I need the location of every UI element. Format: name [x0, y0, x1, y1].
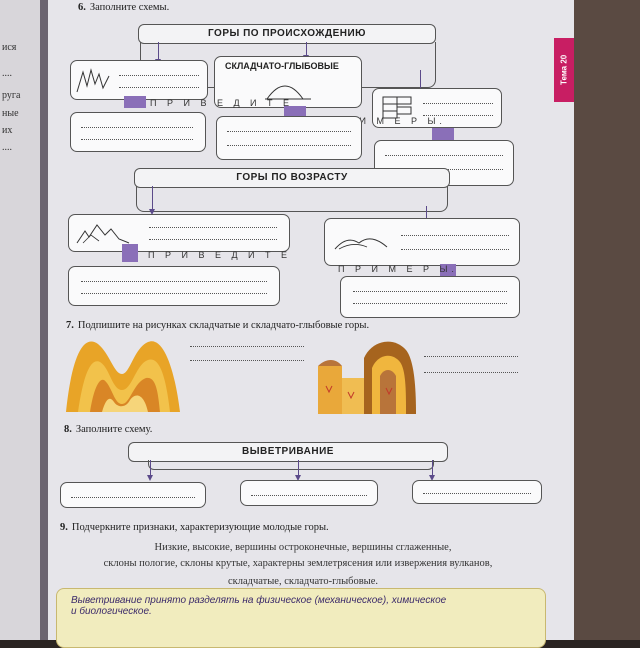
answer-line[interactable]: [353, 291, 507, 292]
arrow-down-icon: [429, 460, 435, 481]
answer-line[interactable]: [81, 139, 193, 140]
task9-option-line-1[interactable]: Низкие, высокие, вершины остроконечные, …: [154, 542, 452, 553]
answer-line[interactable]: [81, 293, 267, 294]
arrow-down-icon: [149, 186, 155, 215]
info-note-line-1: Выветривание принято разделять на физиче…: [71, 595, 447, 606]
arrow-down-icon: [303, 42, 309, 61]
prev-page-line: руга: [2, 90, 21, 101]
fold-block-label: СКЛАДЧАТО-ГЛЫБОВЫЕ: [225, 61, 339, 71]
answer-line[interactable]: [401, 235, 509, 236]
task7-heading: 7.Подпишите на рисунках складчатые и скл…: [66, 320, 369, 331]
answer-line[interactable]: [119, 87, 199, 88]
answer-line[interactable]: [71, 497, 195, 498]
workbook-page: Тема 20 6.Заполните схемы. ГОРЫ ПО ПРОИС…: [48, 0, 574, 648]
task8-text: Заполните схему.: [75, 424, 153, 435]
weathering-type-box: [60, 482, 206, 508]
give-examples-word-4: П Р И М Е Р Ы.: [338, 264, 458, 274]
prev-page-line: ные: [2, 108, 19, 119]
answer-line[interactable]: [353, 303, 507, 304]
weathering-type-box: [240, 480, 378, 506]
age-header: ГОРЫ ПО ВОЗРАСТУ: [134, 168, 450, 188]
age-header-bracket: [136, 186, 448, 212]
old-mountains-icon: [334, 238, 388, 250]
examples-box: [70, 112, 206, 152]
prev-page-line: их: [2, 125, 13, 136]
answer-line[interactable]: [423, 493, 531, 494]
task9-option-line-3[interactable]: складчатые, складчато-глыбовые.: [227, 576, 379, 587]
answer-line[interactable]: [424, 356, 518, 357]
task9-option-line-2[interactable]: склоны пологие, склоны крутые, характерн…: [103, 558, 493, 569]
answer-line[interactable]: [227, 131, 351, 132]
origin-box-fold-block: СКЛАДЧАТО-ГЛЫБОВЫЕ: [214, 56, 362, 108]
examples-box: [68, 266, 280, 306]
weathering-type-box: [412, 480, 542, 504]
task9-heading: 9.Подчеркните признаки, характеризующие …: [60, 522, 329, 533]
fold-block-mountain-icon: [265, 85, 311, 100]
fold-block-mountains-illustration: [318, 341, 416, 414]
age-box-young: [68, 214, 290, 252]
block-mountains-icon: [382, 96, 412, 119]
weathering-bracket: [148, 460, 434, 470]
give-examples-word-2: П Р И М Е Р Ы.: [326, 116, 446, 126]
answer-line[interactable]: [251, 495, 367, 496]
answer-line[interactable]: [385, 155, 503, 156]
arrow-down-icon: [295, 460, 301, 481]
examples-box: [340, 276, 520, 318]
examples-box: [216, 116, 362, 160]
origin-box-block: [372, 88, 502, 128]
answer-line[interactable]: [190, 360, 304, 361]
task9-text: Подчеркните признаки, характеризующие мо…: [71, 522, 329, 533]
answer-line[interactable]: [81, 281, 267, 282]
give-examples-word-3: П Р И В Е Д И Т Е: [148, 250, 292, 260]
task6-heading: 6.Заполните схемы.: [78, 2, 169, 13]
prev-page-line: ....: [2, 68, 12, 79]
task7-text: Подпишите на рисунках складчатые и склад…: [77, 320, 370, 331]
arrow-down-icon: [155, 42, 161, 65]
answer-line[interactable]: [401, 249, 509, 250]
answer-line[interactable]: [149, 239, 277, 240]
prev-page-line: ися: [2, 42, 17, 53]
task9-number: 9.: [60, 522, 68, 533]
folded-mountains-icon: [76, 68, 110, 93]
give-examples-word-1: П Р И В Е Д И Т Е: [150, 98, 294, 108]
answer-line[interactable]: [149, 227, 277, 228]
task8-heading: 8.Заполните схему.: [64, 424, 152, 435]
purple-marker: [284, 106, 306, 118]
answer-line[interactable]: [424, 372, 518, 373]
origin-box-folded: [70, 60, 208, 100]
task8-number: 8.: [64, 424, 72, 435]
age-box-old: [324, 218, 520, 266]
desk-background: [572, 0, 640, 640]
prev-page-line: ....: [2, 142, 12, 153]
origin-header: ГОРЫ ПО ПРОИСХОЖДЕНИЮ: [138, 24, 436, 44]
purple-marker: [432, 128, 454, 142]
answer-line[interactable]: [227, 145, 351, 146]
purple-marker: [124, 96, 146, 108]
weathering-header: ВЫВЕТРИВАНИЕ: [128, 442, 448, 462]
task7-number: 7.: [66, 320, 74, 331]
answer-line[interactable]: [119, 75, 199, 76]
topic-tab: Тема 20: [554, 38, 574, 102]
answer-line[interactable]: [81, 127, 193, 128]
answer-line[interactable]: [423, 115, 493, 116]
task6-title: Заполните схемы.: [89, 2, 170, 13]
purple-marker: [122, 244, 138, 262]
answer-line[interactable]: [190, 346, 304, 347]
answer-line[interactable]: [423, 103, 493, 104]
young-mountains-icon: [76, 224, 130, 244]
folded-mountains-illustration: [66, 341, 180, 412]
info-note: Выветривание принято разделять на физиче…: [56, 588, 546, 648]
task6-number: 6.: [78, 2, 86, 13]
arrow-down-icon: [147, 460, 153, 481]
info-note-line-2: и биологическое.: [71, 606, 152, 617]
previous-page-edge: ися .... руга ные их ....: [0, 0, 40, 640]
